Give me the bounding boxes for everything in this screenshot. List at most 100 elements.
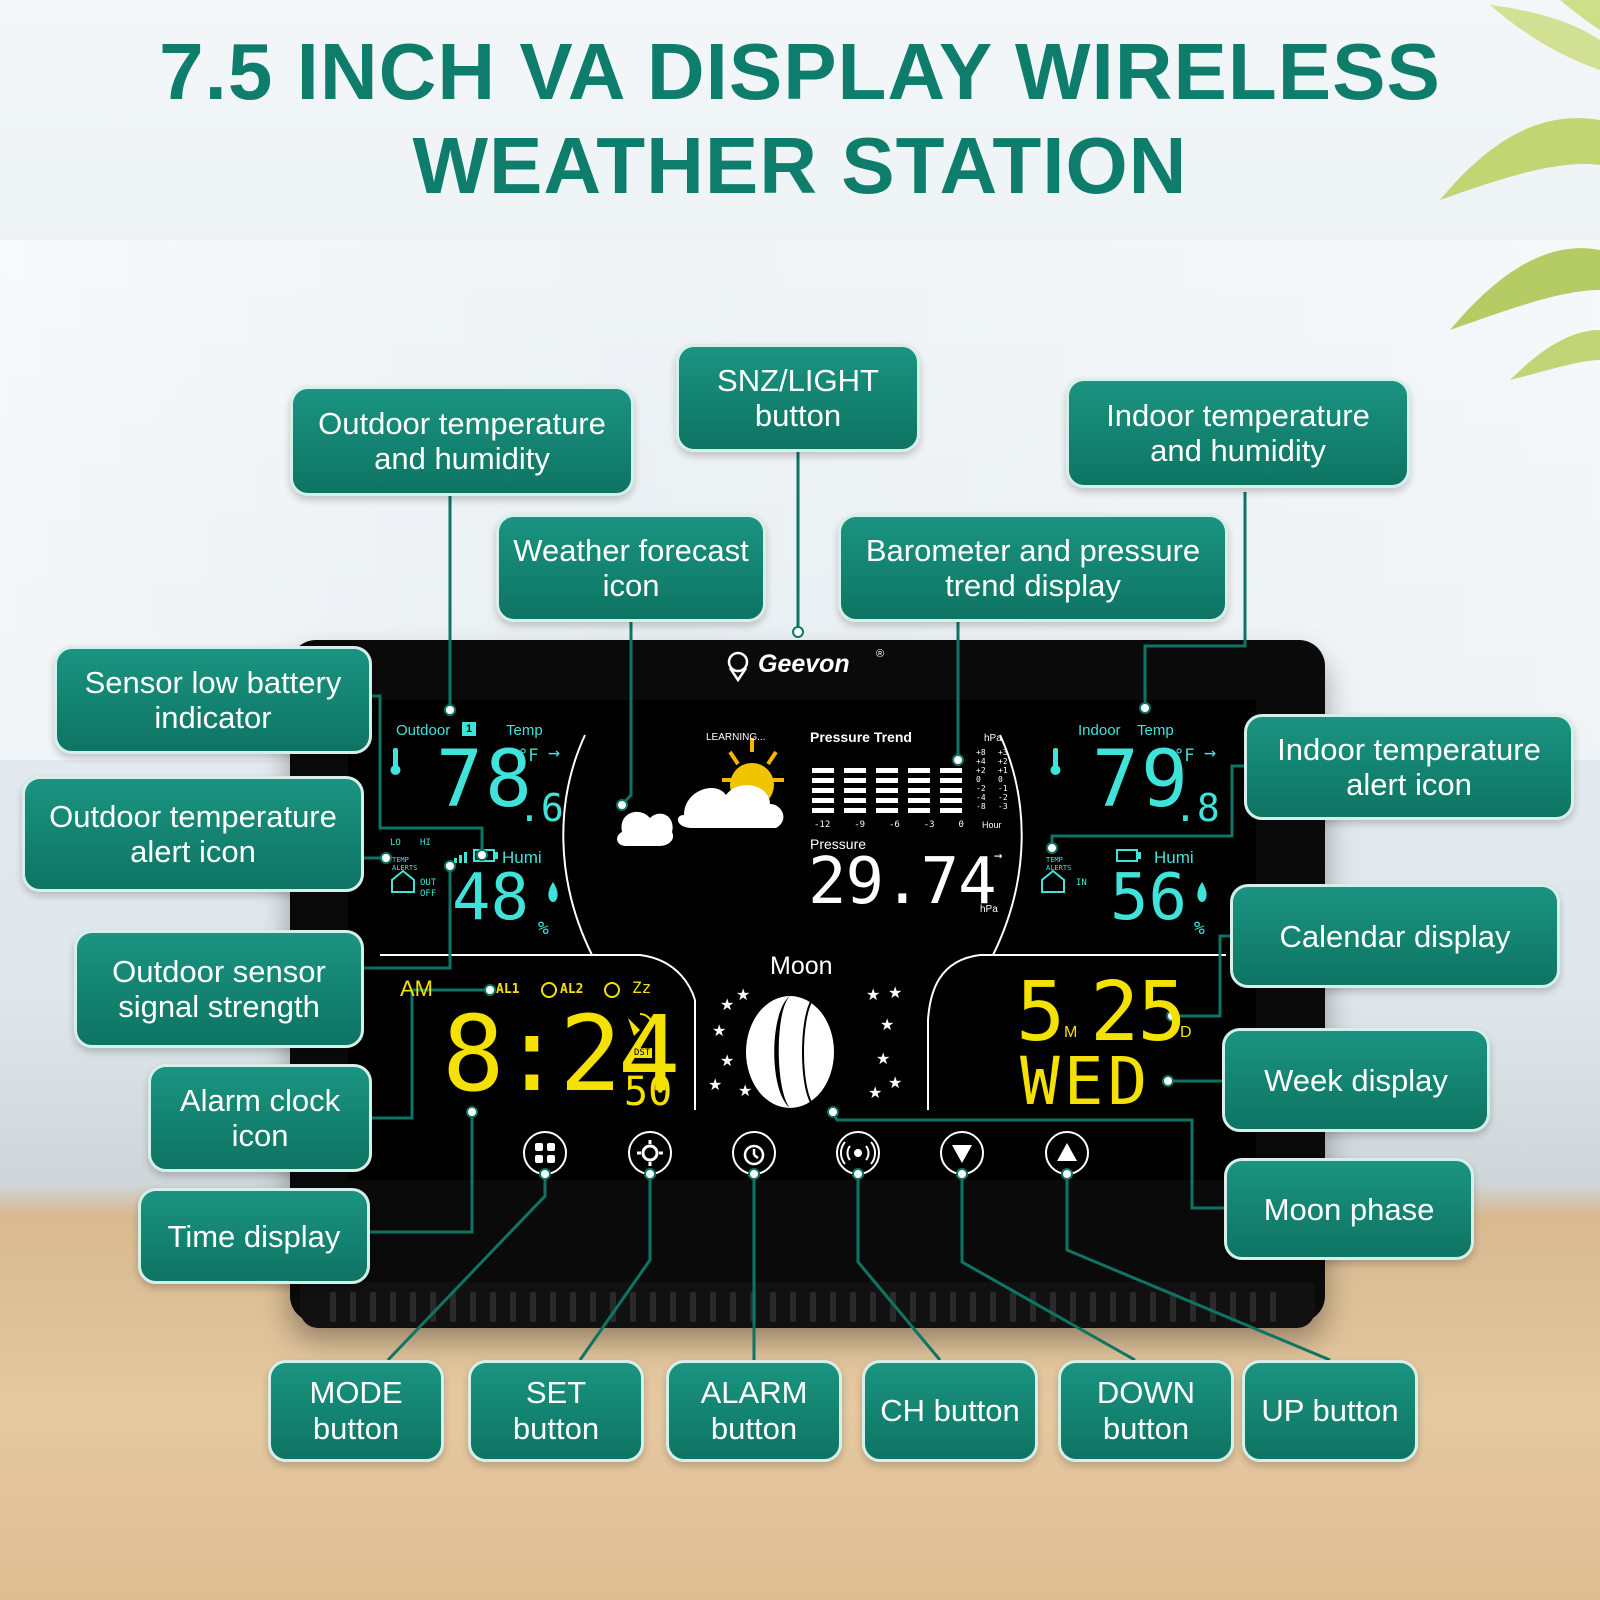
svg-text:★: ★ (712, 1021, 726, 1040)
headline-line-1: 7.5 INCH VA DISPLAY WIRELESS (159, 27, 1441, 116)
down-triangle-icon (952, 1145, 972, 1163)
pressure-scale-tick: +2 (998, 757, 1008, 766)
svg-text:★: ★ (868, 1083, 882, 1102)
leader-dots (380, 626, 1178, 1180)
callout-indoor-temp-alert: Indoor temperature alert icon (1244, 714, 1574, 820)
brand-name: Geevon (758, 650, 850, 678)
svg-text:★: ★ (720, 995, 734, 1014)
pressure-unit: hPa (980, 904, 998, 915)
house-icon-outdoor (391, 869, 415, 893)
outdoor-humidity-unit: % (538, 918, 549, 939)
pressure-scale-tick: 0 (998, 775, 1003, 784)
outdoor-temp-unit: °F (518, 746, 539, 766)
headline-line-2: WEATHER STATION (412, 121, 1188, 210)
pressure-scale-tick: +8 (976, 748, 986, 757)
outdoor-humidity-value: 48 (452, 861, 530, 935)
humidity-drop-icon-indoor (1197, 882, 1207, 902)
callout-time-display: Time display (138, 1188, 370, 1284)
pressure-scale-tick: -8 (976, 802, 986, 811)
pressure-label: Pressure (810, 836, 867, 852)
low-battery-icon-indoor (1116, 849, 1141, 862)
lcd-panel-dividers (380, 734, 1226, 1110)
indoor-temp-label: Temp (1137, 722, 1174, 739)
svg-text:★: ★ (888, 1073, 902, 1092)
leader-lines (360, 452, 1331, 1362)
pressure-scale-tick: +1 (998, 766, 1008, 775)
outdoor-out-label: OUT (420, 878, 437, 888)
calendar-d-label: D (1180, 1024, 1192, 1041)
svg-text:★: ★ (880, 1015, 894, 1034)
pressure-scale-tick: -2 (976, 784, 986, 793)
callout-calendar-display: Calendar display (1230, 884, 1560, 988)
callout-sensor-low-battery: Sensor low battery indicator (54, 646, 372, 754)
callout-up-button: UP button (1242, 1360, 1418, 1462)
outdoor-lo-label: LO (390, 838, 401, 848)
callout-weather-forecast-icon: Weather forecast icon (496, 514, 766, 622)
pressure-scale-tick: 0 (976, 775, 981, 784)
weather-forecast-icon (617, 738, 784, 846)
up-triangle-icon (1057, 1143, 1077, 1161)
signal-strength-icon (454, 852, 467, 863)
plant-leaves-decoration (1440, 0, 1600, 380)
outdoor-temperature-decimal: .6 (518, 786, 564, 830)
ch-signal-icon (840, 1141, 876, 1165)
pressure-hour-tick: 0 (958, 820, 964, 830)
pressure-hour-tick: -3 (923, 820, 935, 830)
callout-set-button: SET button (468, 1360, 644, 1462)
clock-ampm: AM (400, 976, 433, 1001)
clock-al2-label: AL2 (560, 982, 584, 997)
pressure-trend-arrow: → (994, 848, 1003, 864)
clock-snooze-label: Zz (632, 978, 652, 997)
indoor-temperature-value: 79 (1092, 735, 1190, 825)
pressure-hour-label: Hour (982, 820, 1002, 830)
callout-outdoor-signal-strength: Outdoor sensor signal strength (74, 930, 364, 1048)
humidity-drop-icon-outdoor (548, 882, 558, 902)
callout-ch-button: CH button (862, 1360, 1038, 1462)
callout-moon-phase: Moon phase (1224, 1158, 1474, 1260)
grille-slots (330, 1292, 1276, 1322)
svg-text:★: ★ (720, 1051, 734, 1070)
dst-badge: DST (632, 1048, 653, 1058)
callout-alarm-clock-icon: Alarm clock icon (148, 1064, 372, 1172)
thermometer-icon-outdoor (390, 748, 401, 775)
geevon-logo-icon (727, 651, 749, 683)
pressure-hpa-scale-label: hPa (984, 733, 1002, 744)
device-buttons (523, 1131, 1089, 1175)
lcd-alarm-icons (541, 982, 620, 998)
outdoor-hi-label: HI (420, 838, 431, 848)
pressure-scale-tick: +4 (976, 757, 986, 766)
house-icon-indoor (1041, 869, 1065, 893)
svg-text:★: ★ (866, 985, 880, 1004)
outdoor-temp-alerts-label: TEMP ALERTS (392, 856, 418, 872)
callout-down-button: DOWN button (1058, 1360, 1234, 1462)
mode-button-icon (535, 1143, 555, 1163)
pressure-scale-tick: -4 (976, 793, 986, 802)
thermometer-icon-indoor (1050, 748, 1061, 775)
callout-outdoor-temp-humidity: Outdoor temperature and humidity (290, 386, 634, 496)
outdoor-temp-label: Temp (506, 722, 543, 739)
calendar-day-value: 25 (1090, 965, 1187, 1060)
time-seconds-value: 50 (624, 1069, 673, 1115)
callout-barometer-pressure-trend: Barometer and pressure trend display (838, 514, 1228, 622)
indoor-humidity-unit: % (1194, 918, 1205, 939)
svg-text:★: ★ (708, 1075, 722, 1094)
svg-text:★: ★ (736, 985, 750, 1004)
moon-label: Moon (770, 952, 833, 980)
pressure-value: 29.74 (808, 845, 997, 919)
speaker-grille (300, 1282, 1315, 1328)
pressure-scale-tick: +3 (998, 748, 1008, 757)
pressure-trend-title: Pressure Trend (810, 729, 912, 745)
indoor-humidity-value: 56 (1110, 861, 1188, 935)
weekday-value: WED (1020, 1043, 1152, 1120)
svg-text:★: ★ (888, 983, 902, 1002)
svg-text:★: ★ (738, 1081, 752, 1100)
indoor-humi-label: Humi (1154, 848, 1194, 867)
indoor-temperature-decimal: .8 (1174, 786, 1220, 830)
callout-outdoor-temp-alert: Outdoor temperature alert icon (22, 776, 364, 892)
outdoor-channel-badge: 1 (462, 722, 476, 736)
dst-antenna-icon (628, 1013, 653, 1036)
calendar-m-label: M (1064, 1024, 1078, 1041)
